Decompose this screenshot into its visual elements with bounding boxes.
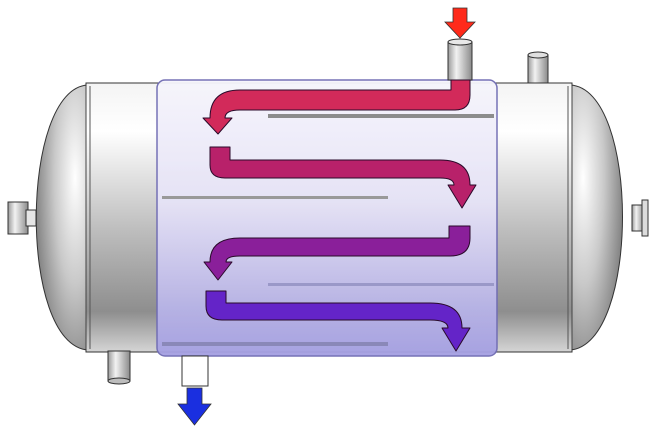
right-side-nozzle bbox=[631, 199, 649, 237]
arrow-down-icon bbox=[177, 387, 212, 426]
baffle-2 bbox=[162, 196, 388, 199]
flow-pass-3 bbox=[203, 225, 471, 281]
cutaway-window bbox=[156, 79, 498, 357]
baffles bbox=[162, 114, 494, 346]
inlet-arrow bbox=[444, 7, 476, 39]
arrow-down-icon bbox=[444, 7, 476, 39]
right-head bbox=[569, 84, 623, 351]
left-side-nozzle bbox=[7, 201, 37, 235]
outlet-arrow bbox=[177, 387, 212, 426]
inlet-nozzle bbox=[447, 38, 473, 81]
flow-pass-1 bbox=[202, 79, 471, 135]
flow-path bbox=[202, 79, 477, 352]
baffle-1 bbox=[268, 114, 494, 118]
baffle-3 bbox=[268, 283, 494, 286]
vent-nozzle bbox=[527, 51, 549, 84]
outlet-nozzle bbox=[181, 355, 209, 387]
flow-pass-4 bbox=[205, 290, 471, 352]
drain-nozzle bbox=[107, 350, 131, 385]
left-head bbox=[35, 84, 89, 351]
baffle-4 bbox=[162, 342, 388, 346]
flow-pass-2 bbox=[209, 146, 477, 209]
